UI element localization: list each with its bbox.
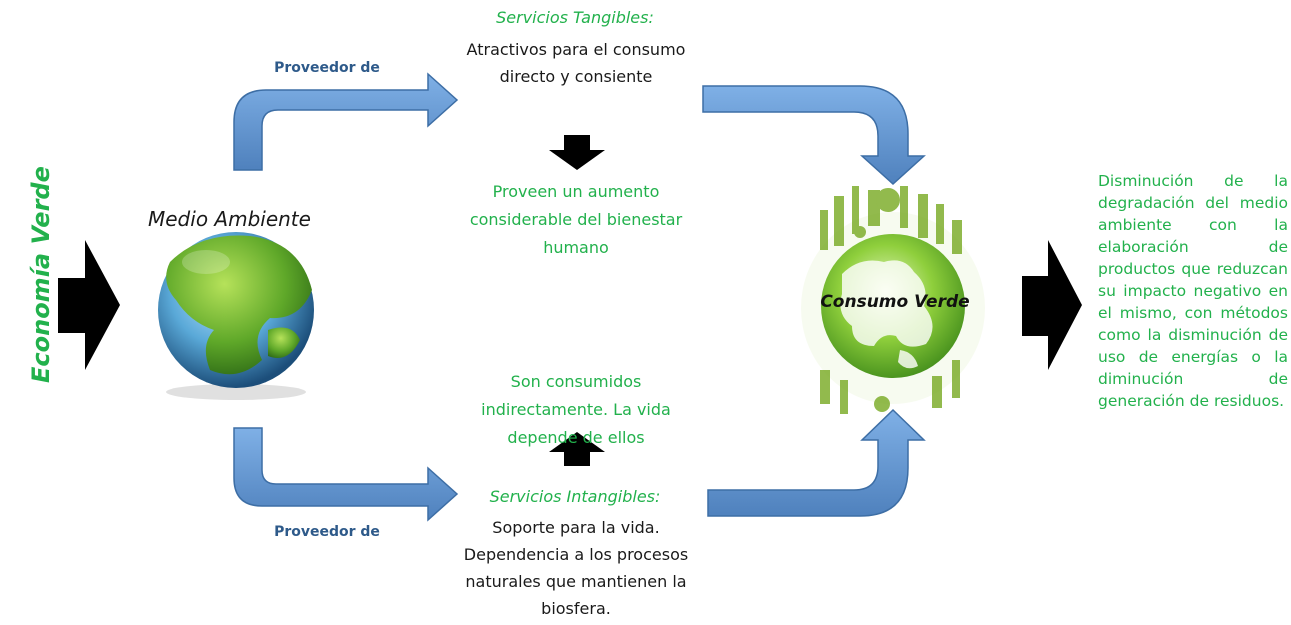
proveedor-label-top: Proveedor de bbox=[274, 60, 380, 76]
servicios-intangibles-body: Soporte para la vida. Dependencia a los … bbox=[463, 518, 689, 618]
up-arrow bbox=[549, 432, 605, 466]
bent-arrow-bottom bbox=[233, 427, 459, 522]
servicios-tangibles-body: Atractivos para el consumo directo y con… bbox=[466, 40, 686, 86]
consumo-verde-label: Consumo Verde bbox=[820, 292, 970, 312]
input-arrow bbox=[58, 240, 120, 370]
bent-arrow-to-consumo-bottom bbox=[707, 408, 926, 517]
medio-ambiente-label: Medio Ambiente bbox=[148, 207, 311, 231]
servicios-tangibles-heading: Servicios Tangibles: bbox=[496, 8, 654, 27]
bienestar-effect-text: Proveen un aumento considerable del bien… bbox=[469, 182, 683, 257]
consumo-indirecto-text: Son consumidos indirectamente. La vida d… bbox=[481, 372, 671, 447]
grass-earth-globe-icon bbox=[158, 232, 314, 400]
bent-arrow-to-consumo-top bbox=[702, 85, 926, 186]
bent-arrow-top bbox=[233, 72, 459, 171]
consumo-verde-globe-icon bbox=[801, 186, 985, 414]
proveedor-label-bottom: Proveedor de bbox=[274, 524, 380, 540]
resultado-text: Disminución de la degradación del medio … bbox=[1098, 172, 1288, 410]
servicios-intangibles-heading: Servicios Intangibles: bbox=[489, 487, 661, 506]
down-arrow bbox=[549, 135, 605, 170]
economia-verde-title: Economía Verde bbox=[27, 166, 55, 383]
output-arrow bbox=[1022, 240, 1082, 370]
